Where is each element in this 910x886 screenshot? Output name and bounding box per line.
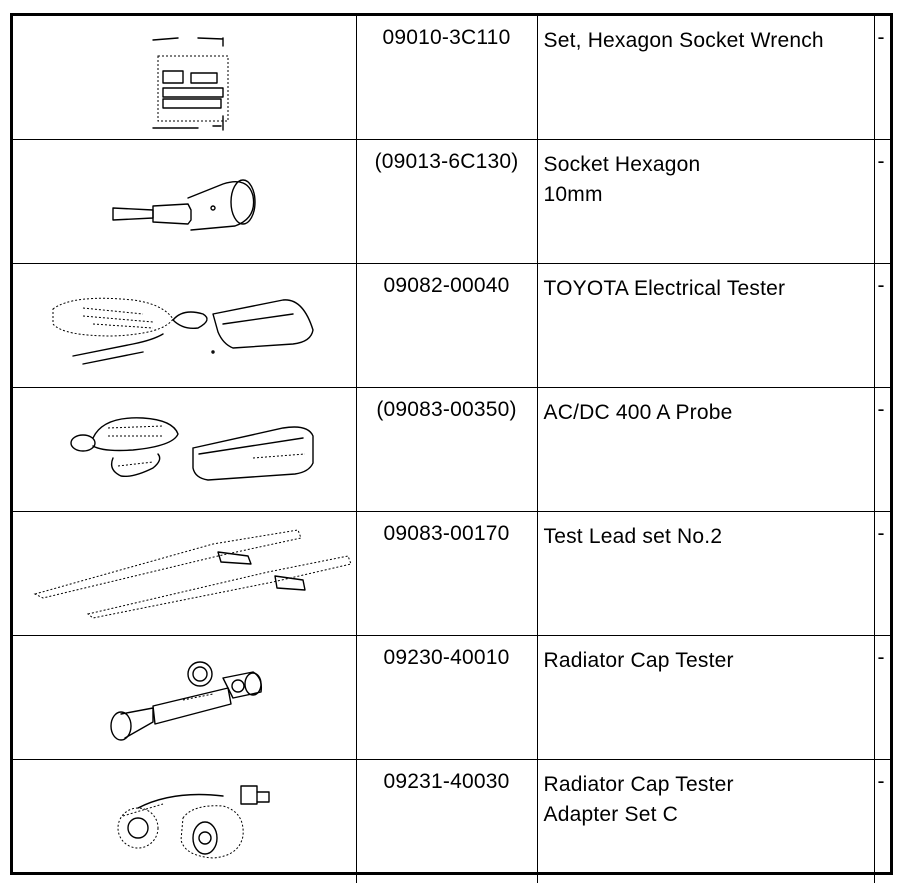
part-number: (09083-00350) (376, 398, 517, 421)
note-dash: - (877, 398, 885, 421)
electrical-tester-icon (52, 297, 314, 365)
illustration-cell (13, 759, 357, 883)
adapter-set-icon (117, 785, 270, 859)
tool-name-line: Socket Hexagon (543, 153, 701, 176)
tool-name-line: TOYOTA Electrical Tester (543, 277, 786, 300)
tool-name-line: Set, Hexagon Socket Wrench (543, 29, 824, 52)
note-dash: - (877, 26, 885, 49)
illustration-cell (13, 635, 357, 760)
tool-name: Radiator Cap Tester Adapter Set C (538, 760, 874, 830)
tool-name: AC/DC 400 A Probe (538, 388, 874, 428)
tool-name-line: Test Lead set No.2 (543, 525, 723, 548)
part-number: 09010-3C110 (382, 26, 511, 49)
note-dash: - (877, 522, 885, 545)
table-row: (09083-00350) AC/DC 400 A Probe - (13, 387, 890, 512)
tool-name: Radiator Cap Tester (538, 636, 874, 676)
part-number: (09013-6C130) (374, 150, 519, 173)
table-row: 09083-00170 Test Lead set No.2 - (13, 511, 890, 636)
special-tools-table: 09010-3C110 Set, Hexagon Socket Wrench -… (13, 16, 890, 883)
test-lead-icon (33, 529, 352, 619)
tool-name: Test Lead set No.2 (538, 512, 874, 552)
illustration-cell (13, 511, 357, 636)
hexagon-socket-icon (112, 179, 256, 231)
table-row: 09010-3C110 Set, Hexagon Socket Wrench - (13, 16, 890, 140)
tool-table-frame: 09010-3C110 Set, Hexagon Socket Wrench -… (10, 13, 893, 883)
illustration-cell (13, 16, 357, 140)
tool-name-line: Adapter Set C (543, 803, 679, 826)
part-number: 09082-00040 (383, 274, 510, 297)
note-dash: - (877, 150, 885, 173)
illustration-cell (13, 263, 357, 388)
tool-name: TOYOTA Electrical Tester (538, 264, 874, 304)
part-number: 09231-40030 (383, 770, 510, 793)
tool-name-line: AC/DC 400 A Probe (543, 401, 733, 424)
tool-name: Socket Hexagon 10mm (538, 140, 874, 210)
part-number: 09230-40010 (383, 646, 510, 669)
table-row: 09231-40030 Radiator Cap Tester Adapter … (13, 759, 890, 883)
table-row: 09082-00040 TOYOTA Electrical Tester - (13, 263, 890, 388)
illustration-cell (13, 387, 357, 512)
part-number: 09083-00170 (383, 522, 510, 545)
current-probe-icon (70, 417, 314, 481)
tool-name-line: 10mm (543, 183, 603, 206)
note-dash: - (877, 646, 885, 669)
radiator-cap-tester-icon (110, 661, 263, 741)
illustration-cell (13, 139, 357, 264)
tool-name-line: Radiator Cap Tester (543, 773, 734, 796)
tool-name-line: Radiator Cap Tester (543, 649, 734, 672)
socket-wrench-set-icon (152, 37, 229, 131)
table-row: 09230-40010 Radiator Cap Tester - (13, 635, 890, 760)
note-dash: - (877, 274, 885, 297)
note-dash: - (877, 770, 885, 793)
tool-name: Set, Hexagon Socket Wrench (538, 16, 874, 56)
table-row: (09013-6C130) Socket Hexagon 10mm - (13, 139, 890, 264)
